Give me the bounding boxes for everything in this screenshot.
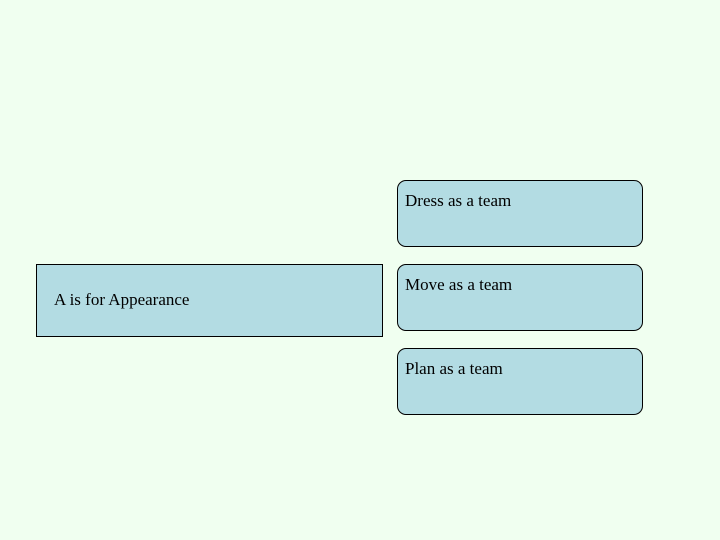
concept-box-appearance[interactable]: A is for Appearance xyxy=(36,264,383,337)
detail-box-dress[interactable]: Dress as a team xyxy=(397,180,643,247)
detail-box-move-label: Move as a team xyxy=(405,275,513,294)
detail-box-plan-label: Plan as a team xyxy=(405,359,503,378)
detail-box-plan[interactable]: Plan as a team xyxy=(397,348,643,415)
detail-box-dress-label: Dress as a team xyxy=(405,191,512,210)
concept-box-label: A is for Appearance xyxy=(54,290,190,310)
detail-box-move[interactable]: Move as a team xyxy=(397,264,643,331)
